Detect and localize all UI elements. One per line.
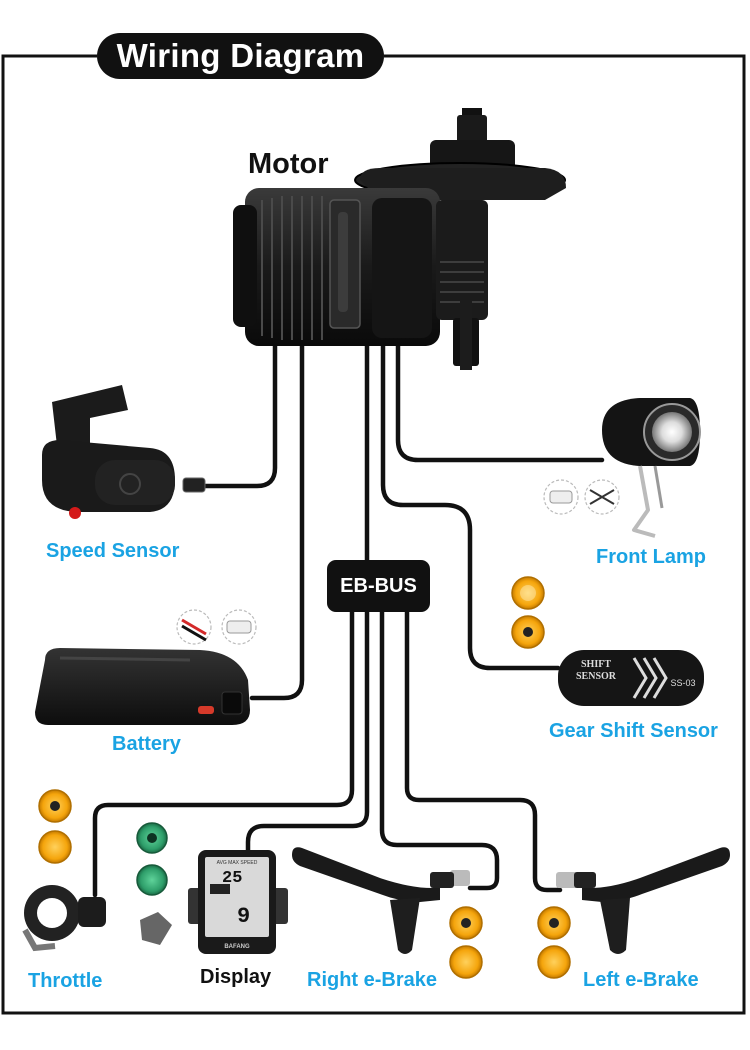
label-motor: Motor [248, 148, 329, 180]
cable-right-brake [379, 609, 500, 891]
throttle-connectors [38, 789, 72, 864]
cable-battery [249, 342, 305, 701]
battery-connectors [176, 609, 257, 645]
display-avg-text: AVG MAX SPEED [217, 860, 258, 866]
cable-display [245, 609, 370, 853]
label-throttle: Throttle [28, 970, 103, 992]
throttle-image [22, 885, 106, 952]
speed-sensor-image [42, 385, 206, 519]
display-gear-value: 9 [237, 904, 250, 929]
motor-image [233, 108, 566, 370]
frame-border [1, 54, 746, 1015]
cable-throttle [92, 609, 355, 898]
label-battery: Battery [112, 733, 181, 755]
shift-sensor-model: SS-03 [670, 678, 695, 688]
cable-front-lamp [395, 342, 605, 463]
gear-shift-connectors [511, 576, 545, 649]
shift-sensor-line2: SENSOR [576, 671, 617, 682]
shift-sensor-line1: SHIFT [581, 659, 611, 670]
diagram-title: Wiring Diagram [97, 33, 384, 79]
left-brake-connectors [537, 906, 571, 979]
cable-speed-sensor [197, 342, 278, 489]
display-speed-value: 25 [222, 869, 242, 888]
label-display: Display [200, 966, 272, 988]
front-lamp-connectors [543, 479, 620, 515]
eb-bus-hub: EB-BUS [327, 560, 430, 612]
battery-image [35, 648, 250, 725]
right-brake-connectors [449, 906, 483, 979]
label-left-brake: Left e-Brake [583, 969, 699, 991]
left-brake-image [556, 847, 730, 954]
front-lamp-image [602, 398, 701, 538]
cables [92, 342, 605, 898]
cable-gear-shift [380, 342, 561, 671]
right-brake-image [292, 847, 470, 954]
label-front-lamp: Front Lamp [596, 546, 706, 568]
label-right-brake: Right e-Brake [307, 969, 438, 991]
display-connectors [136, 822, 172, 945]
label-gear-shift-sensor: Gear Shift Sensor [549, 720, 718, 742]
cable-left-brake [404, 609, 563, 893]
label-speed-sensor: Speed Sensor [46, 540, 180, 562]
display-image [188, 850, 288, 954]
display-brand: BAFANG [224, 944, 250, 950]
gear-shift-sensor-image [558, 650, 704, 706]
